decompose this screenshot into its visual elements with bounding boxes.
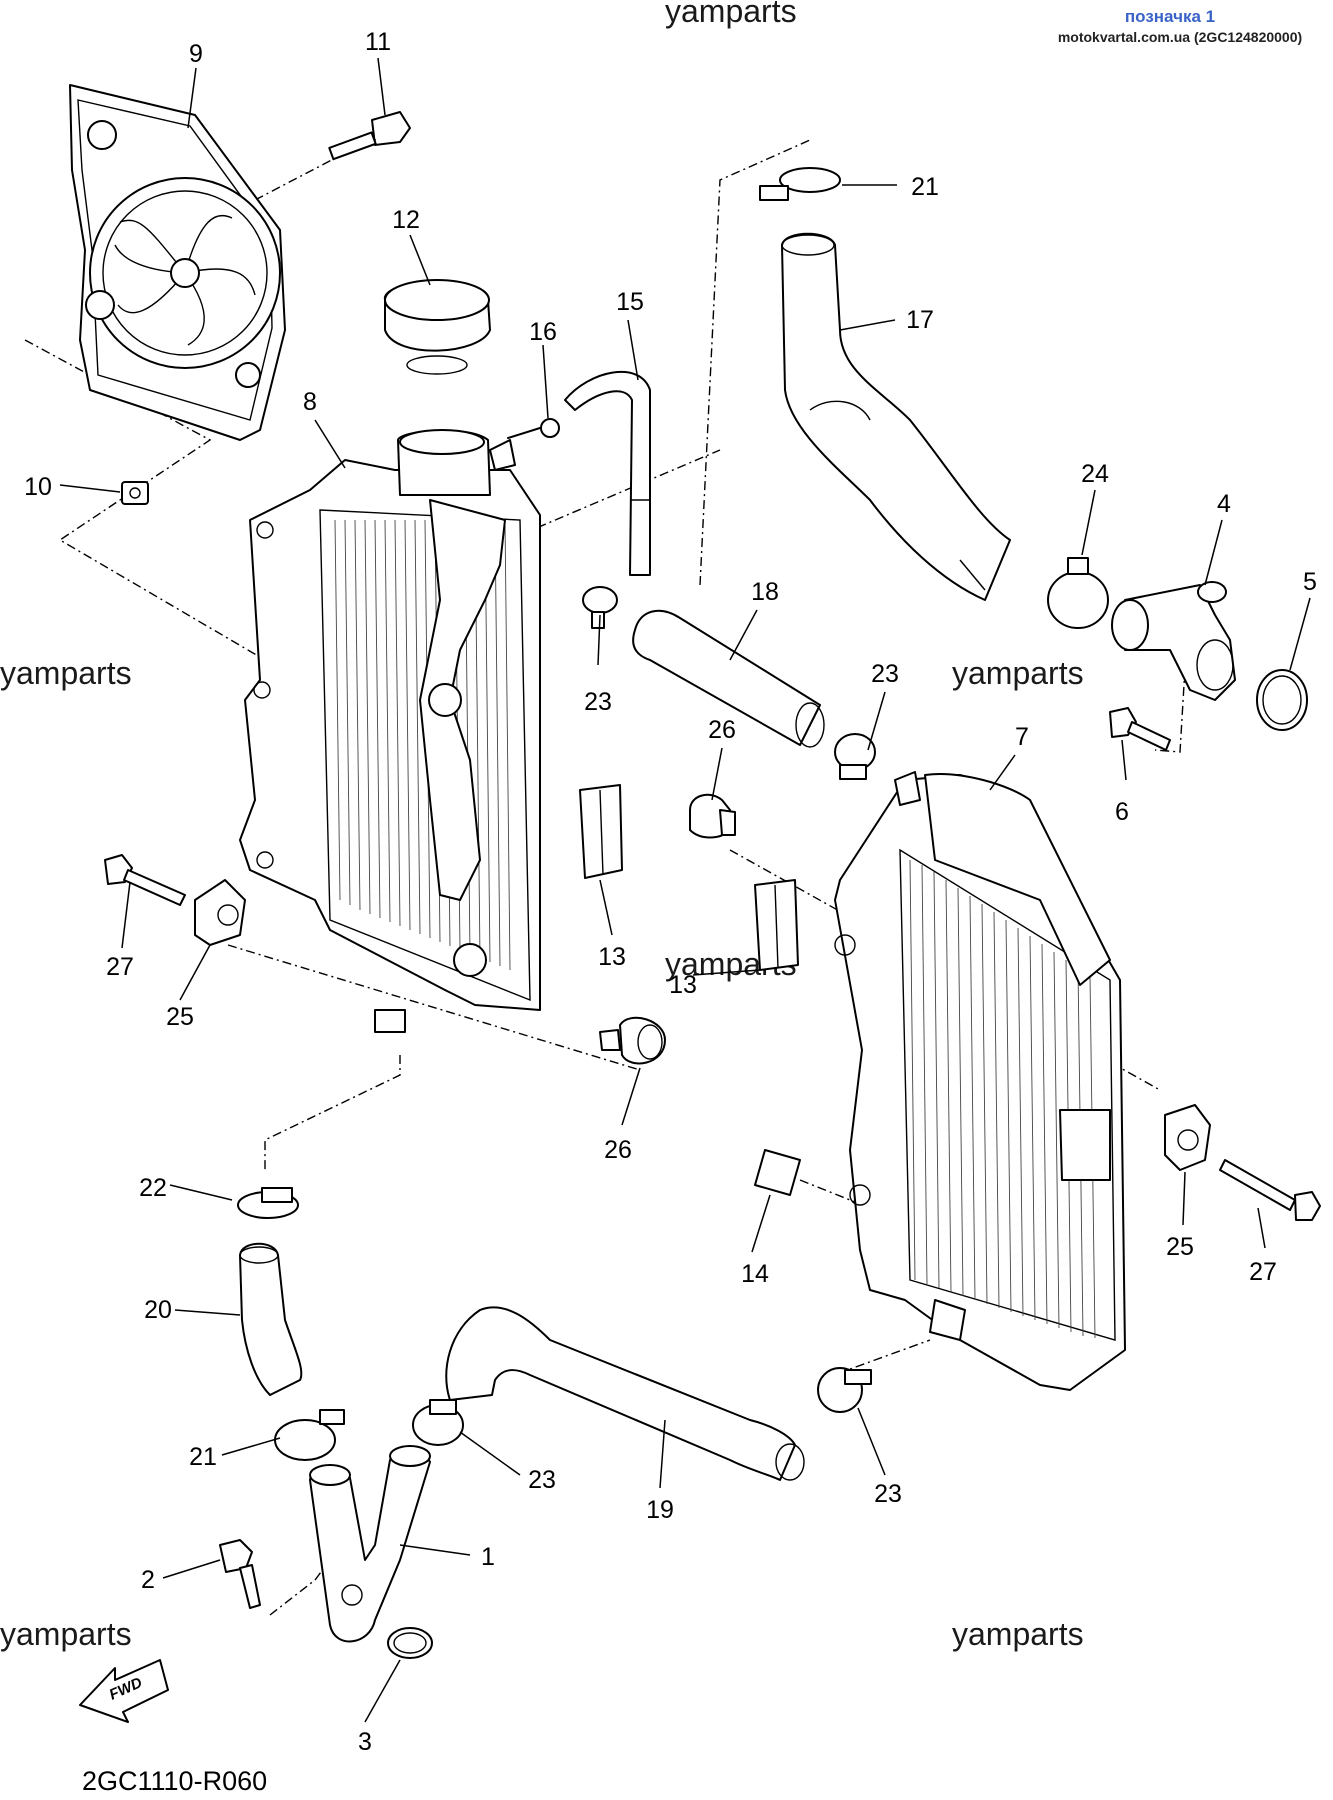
callout-12: 12 (392, 206, 420, 234)
clamp-23-lower-middle (412, 1399, 464, 1446)
hose-20 (239, 1242, 303, 1396)
callout-21-a: 21 (911, 173, 939, 201)
clip-16 (507, 418, 560, 439)
callout-23-b: 23 (871, 660, 899, 688)
fwd-arrow: FWD (79, 1659, 169, 1723)
bolt-2 (219, 1539, 261, 1609)
callout-4: 4 (1217, 490, 1231, 518)
radiator-left (239, 429, 541, 1033)
callout-22: 22 (139, 1174, 167, 1202)
clamp-23-middle (834, 733, 876, 780)
callout-7: 7 (1015, 723, 1029, 751)
header-source: motokvartal.com.ua (2GC124820000) (1058, 29, 1302, 45)
callout-16: 16 (529, 318, 557, 346)
callout-26-b: 26 (604, 1136, 632, 1164)
bolt-27-right (1219, 1159, 1321, 1221)
callout-19: 19 (646, 1496, 674, 1524)
diagram-code: 2GC1110-R060 (82, 1766, 267, 1796)
callout-14: 14 (741, 1260, 769, 1288)
pipe-1 (309, 1445, 431, 1643)
grommet-25-right (1164, 1104, 1211, 1171)
radiator-right (834, 771, 1126, 1391)
callout-2: 2 (141, 1566, 155, 1594)
bolt-27-left (104, 854, 186, 906)
bracket-13-right (754, 879, 799, 971)
callout-1: 1 (481, 1543, 495, 1571)
callout-6: 6 (1115, 798, 1129, 826)
clamp-22 (237, 1187, 299, 1219)
clamp-21-top (759, 167, 841, 201)
callout-18: 18 (751, 578, 779, 606)
callout-13-a: 13 (598, 943, 626, 971)
breather-hose (564, 370, 651, 576)
hose-18 (632, 609, 825, 748)
callout-27-b: 27 (1249, 1258, 1277, 1286)
bracket-13-left (579, 784, 623, 879)
watermark-right: yamparts (952, 655, 1084, 691)
header-label: позначка 1 (1125, 7, 1215, 26)
callout-26-a: 26 (708, 716, 736, 744)
watermark-bottom-left: yamparts (0, 1616, 132, 1652)
watermark-top: yamparts (665, 0, 797, 29)
bolt-6 (1109, 707, 1171, 751)
callout-9: 9 (189, 40, 203, 68)
callout-27-a: 27 (106, 953, 134, 981)
outlet-4 (1111, 581, 1236, 701)
callout-5: 5 (1303, 568, 1317, 596)
clamp-23-lower-right (817, 1367, 872, 1413)
callout-15: 15 (616, 288, 644, 316)
callout-3: 3 (358, 1728, 372, 1756)
callouts: 9 11 12 15 16 8 10 23 18 17 21 24 4 5 6 … (24, 28, 1317, 1756)
radiator-cap (383, 279, 491, 375)
callout-10: 10 (24, 473, 52, 501)
watermark-bottom-right: yamparts (952, 1616, 1084, 1652)
callout-23-d: 23 (874, 1480, 902, 1508)
callout-11: 11 (365, 28, 391, 56)
fan-assembly (69, 84, 286, 441)
callout-13-b: 13 (669, 971, 697, 999)
damper-14 (754, 1149, 801, 1196)
callout-25-a: 25 (166, 1003, 194, 1031)
callout-17: 17 (906, 306, 934, 334)
clamp-21-bottom (274, 1409, 345, 1461)
radiator-right-fins (909, 859, 1096, 1339)
nut-10 (121, 481, 149, 505)
hose-17 (781, 232, 1011, 601)
hose-19 (445, 1306, 805, 1481)
o-ring-5 (1256, 669, 1308, 731)
watermark-left: yamparts (0, 655, 132, 691)
callout-21-b: 21 (189, 1443, 217, 1471)
clamp-23-upper-left (582, 586, 618, 629)
o-ring-3 (387, 1627, 433, 1659)
callout-20: 20 (144, 1296, 172, 1324)
grommet-25-left (194, 879, 246, 946)
collar-26-upper (689, 793, 736, 839)
clamp-24 (1047, 557, 1109, 629)
callout-25-b: 25 (1166, 1233, 1194, 1261)
callout-23-c: 23 (528, 1466, 556, 1494)
callout-23-a: 23 (584, 688, 612, 716)
callout-8: 8 (303, 388, 317, 416)
collar-26-lower (599, 1016, 666, 1065)
bolt-11 (328, 111, 411, 161)
callout-24: 24 (1081, 460, 1109, 488)
leader-lines (59, 57, 1311, 1723)
